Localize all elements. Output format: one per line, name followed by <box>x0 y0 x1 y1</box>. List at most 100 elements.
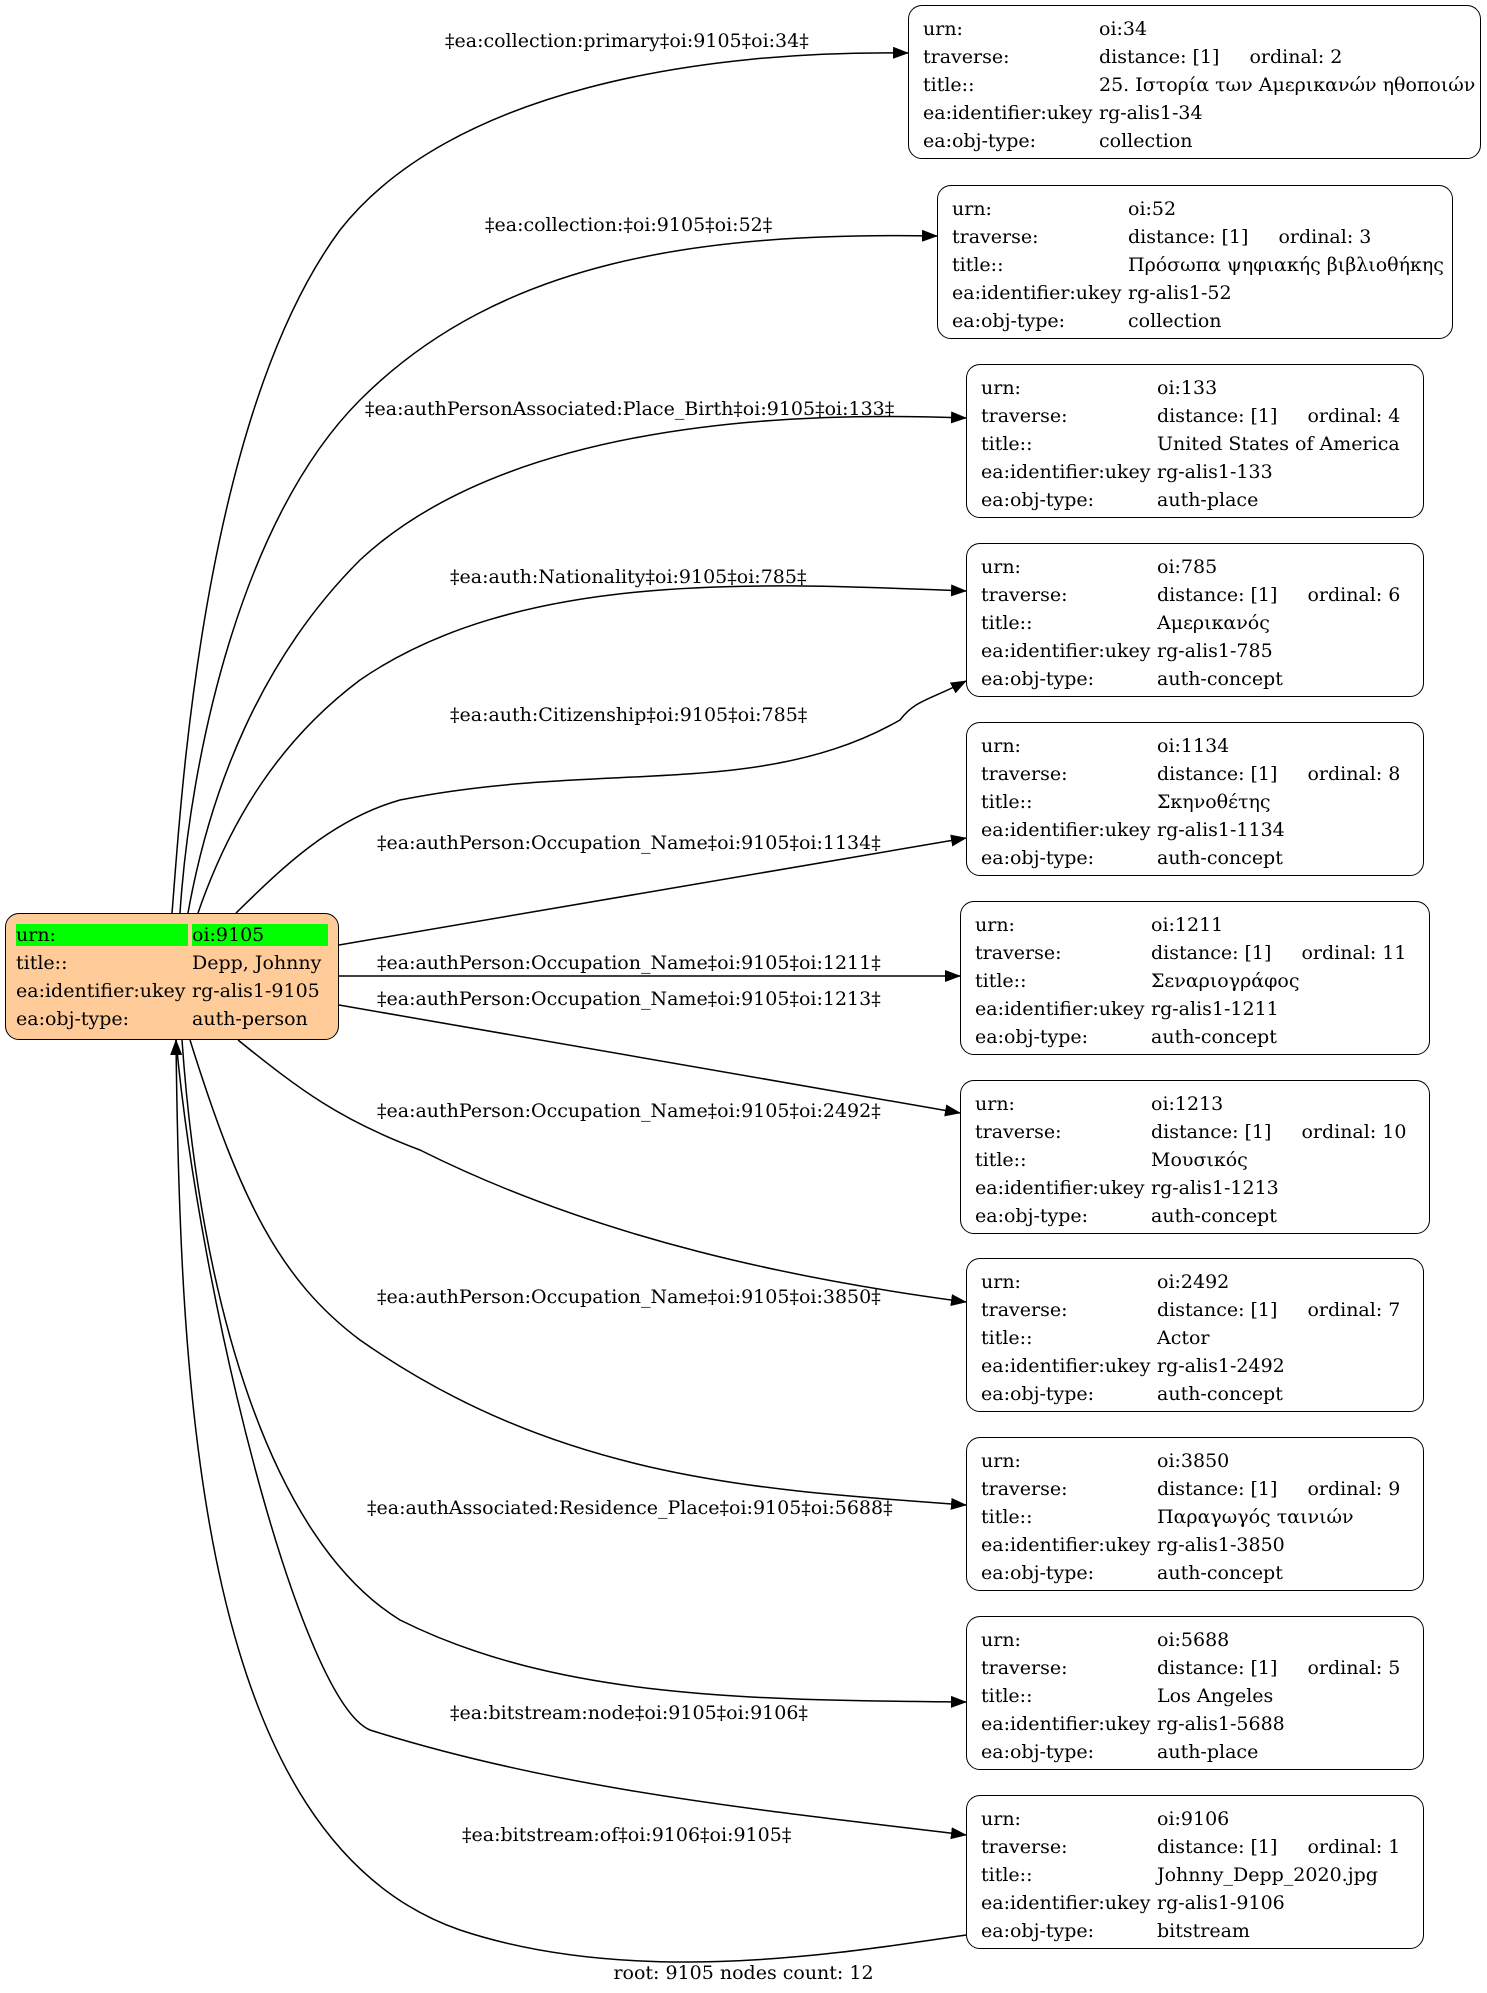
ordinal-value: ordinal: 6 <box>1307 584 1401 606</box>
node-row: ea:obj-type:collection <box>923 127 1466 155</box>
node-row: traverse:distance: [1]ordinal: 6 <box>981 581 1409 609</box>
row-key: ea:obj-type: <box>923 130 1037 152</box>
node-row: ea:identifier:ukey rg-alis1-785 <box>981 637 1409 665</box>
edge-label: ‡ea:authPerson:Occupation_Name‡oi:9105‡o… <box>377 952 881 974</box>
node-row: title::Σεναριογράφος <box>975 967 1415 995</box>
node-row: ea:obj-type:collection <box>952 307 1438 335</box>
node-row: title::Johnny_Depp_2020.jpg <box>981 1861 1409 1889</box>
edge-arrow <box>338 1004 961 1117</box>
row-value: distance: [1] <box>1157 763 1278 785</box>
row-key: ea:obj-type: <box>981 1741 1095 1763</box>
node-row: title::Πρόσωπα ψηφιακής βιβλιοθήκης <box>952 251 1444 279</box>
row-value: Παραγωγός ταινιών <box>1157 1506 1354 1528</box>
row-key: title:: <box>981 791 1033 813</box>
edge-arrow <box>189 1039 967 1510</box>
row-key: urn: <box>923 18 963 40</box>
edge-arrow <box>338 834 967 946</box>
row-key: ea:identifier:ukey <box>981 461 1151 483</box>
node-row: traverse:distance: [1]ordinal: 2 <box>923 43 1466 71</box>
ordinal-value: ordinal: 5 <box>1307 1657 1401 1679</box>
node-row: traverse:distance: [1]ordinal: 9 <box>981 1475 1409 1503</box>
row-value: oi:3850 <box>1157 1450 1230 1472</box>
row-key: ea:identifier:ukey <box>981 1355 1151 1377</box>
edge-arrow <box>175 1039 967 1840</box>
row-value: rg-alis1-3850 <box>1157 1534 1285 1556</box>
row-value: rg-alis1-9105 <box>192 980 320 1002</box>
row-key: ea:obj-type: <box>981 1920 1095 1942</box>
edge-arrow <box>170 1039 967 1963</box>
row-key: urn: <box>981 1808 1021 1830</box>
node-row: traverse:distance: [1]ordinal: 8 <box>981 760 1409 788</box>
row-value: bitstream <box>1157 1920 1250 1942</box>
row-value: Los Angeles <box>1157 1685 1274 1707</box>
node-row: ea:identifier:ukey rg-alis1-2492 <box>981 1352 1409 1380</box>
row-value: distance: [1] <box>1128 226 1249 248</box>
row-value: 25. Ιστορία των Αμερικανών ηθοποιών <box>1099 74 1476 96</box>
row-value: distance: [1] <box>1099 46 1220 68</box>
node-row: ea:identifier:ukey rg-alis1-133 <box>981 458 1409 486</box>
row-value: rg-alis1-1211 <box>1151 998 1279 1020</box>
node-row: ea:obj-type:auth-person <box>16 1005 328 1033</box>
node-row: ea:obj-type: auth-place <box>981 1738 1409 1766</box>
row-value: Σκηνοθέτης <box>1157 791 1271 813</box>
row-key: title:: <box>981 433 1033 455</box>
node-row: title::Παραγωγός ταινιών <box>981 1503 1409 1531</box>
row-value: United States of America <box>1157 433 1400 455</box>
node-row: urn:oi:1213 <box>975 1090 1415 1118</box>
row-key: title:: <box>975 1149 1027 1171</box>
row-value: rg-alis1-133 <box>1157 461 1273 483</box>
row-value: distance: [1] <box>1157 1478 1278 1500</box>
row-key: ea:identifier:ukey <box>981 640 1151 662</box>
node-row: urn:oi:3850 <box>981 1447 1409 1475</box>
graph-footer: root: 9105 nodes count: 12 <box>613 1962 874 1984</box>
row-key: title:: <box>923 74 975 96</box>
row-value: auth-place <box>1157 1741 1259 1763</box>
row-value: oi:52 <box>1128 198 1177 220</box>
row-value: distance: [1] <box>1151 942 1272 964</box>
row-value: oi:1134 <box>1157 735 1230 757</box>
row-key: title:: <box>975 970 1027 992</box>
row-value: Μουσικός <box>1151 1149 1248 1171</box>
row-key: urn: <box>981 556 1021 578</box>
row-value: rg-alis1-2492 <box>1157 1355 1285 1377</box>
row-value: auth-place <box>1157 489 1259 511</box>
row-key: urn: <box>981 377 1021 399</box>
node-row: urn:oi:1134 <box>981 732 1409 760</box>
row-key: ea:obj-type: <box>981 1562 1095 1584</box>
row-value: oi:133 <box>1157 377 1218 399</box>
row-key: traverse: <box>981 1478 1068 1500</box>
row-value: rg-alis1-785 <box>1157 640 1273 662</box>
node-row: ea:obj-type:auth-concept <box>981 1559 1409 1587</box>
edge-arrow <box>187 411 967 914</box>
row-key: ea:identifier:ukey <box>981 1713 1151 1735</box>
edge-label: ‡ea:bitstream:node‡oi:9105‡oi:9106‡ <box>450 1702 808 1724</box>
row-key: ea:obj-type: <box>981 489 1095 511</box>
row-value: oi:1211 <box>1151 914 1224 936</box>
row-key: ea:identifier:ukey <box>923 102 1093 124</box>
edge-label: ‡ea:auth:Nationality‡oi:9105‡oi:785‡ <box>450 566 807 588</box>
row-value: Πρόσωπα ψηφιακής βιβλιοθήκης <box>1128 254 1444 276</box>
row-value: oi:5688 <box>1157 1629 1230 1651</box>
row-value: Σεναριογράφος <box>1151 970 1300 992</box>
row-value: rg-alis1-1213 <box>1151 1177 1279 1199</box>
row-value: rg-alis1-9106 <box>1157 1892 1285 1914</box>
edge-label: ‡ea:collection:primary‡oi:9105‡oi:34‡ <box>445 30 809 52</box>
edge-label: ‡ea:authPerson:Occupation_Name‡oi:9105‡o… <box>377 832 881 854</box>
row-value: Depp, Johnny <box>192 952 322 974</box>
row-key: urn: <box>981 1629 1021 1651</box>
row-key: ea:identifier:ukey <box>981 1534 1151 1556</box>
